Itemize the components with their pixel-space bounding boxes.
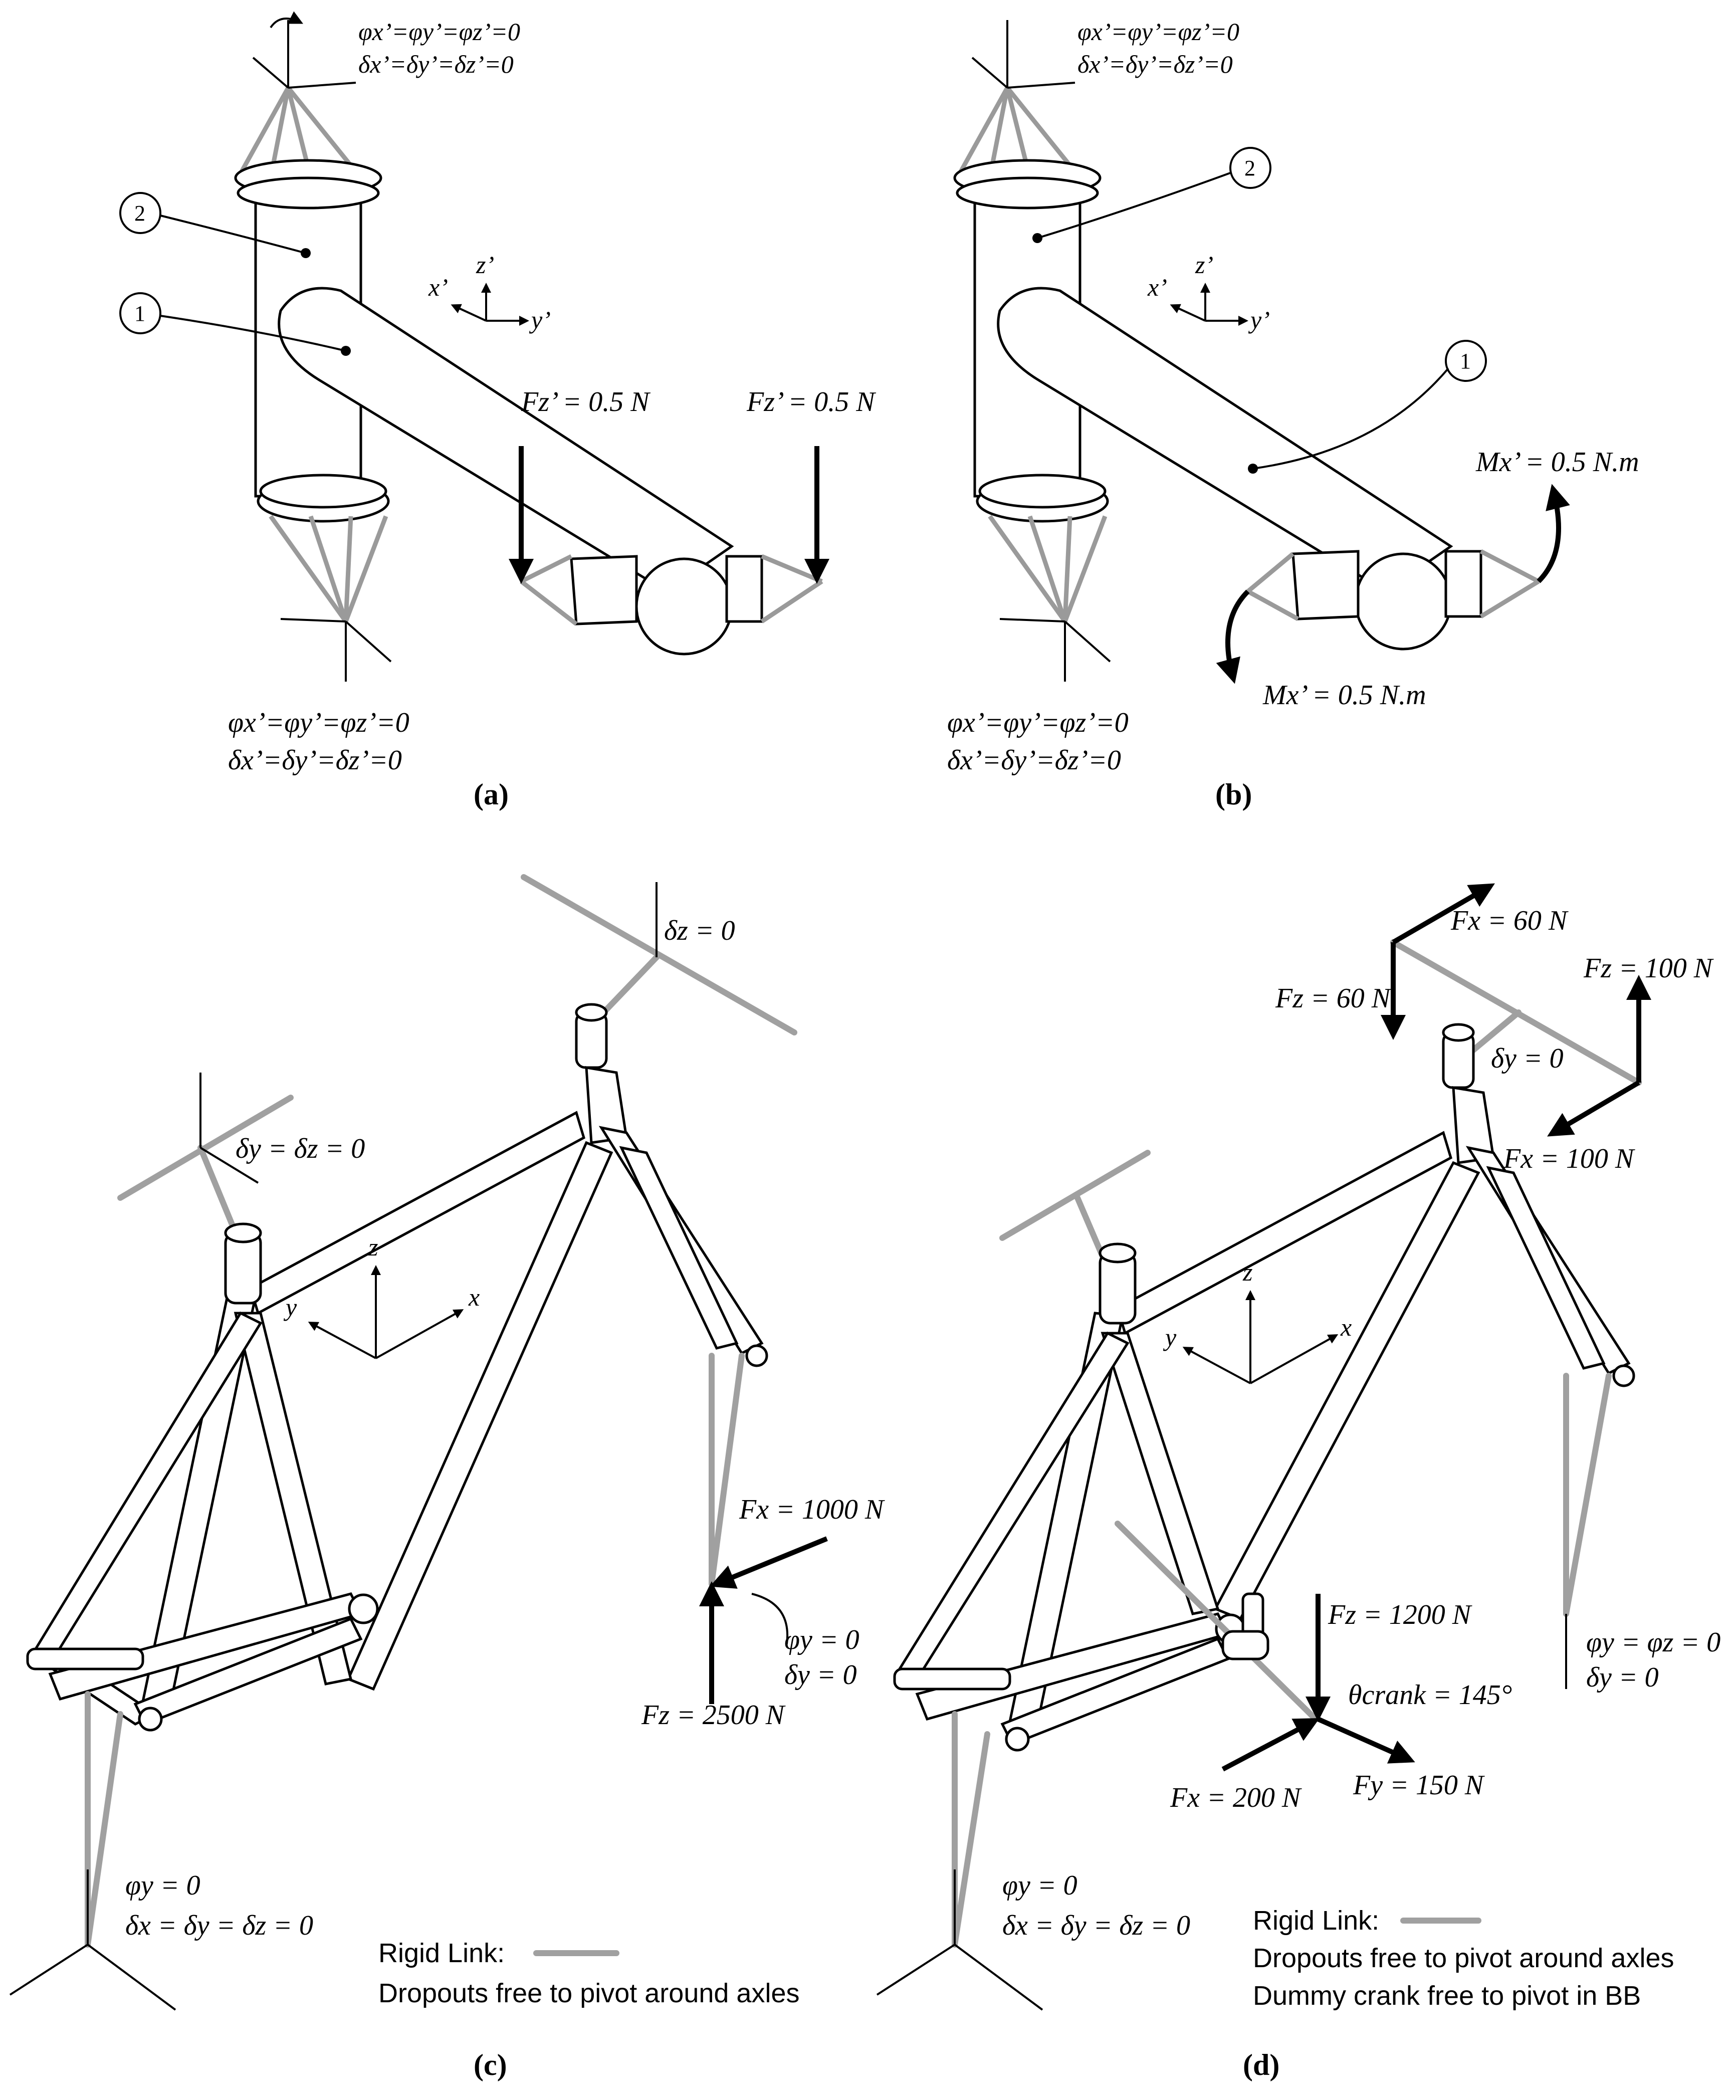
bar-fz-right-d: Fz = 100 N: [1583, 953, 1714, 984]
rear-constraint-delta-c: δx = δy = δz = 0: [125, 1910, 313, 1941]
panel-d: Fx = 60 N Fz = 60 N Fz = 100 N Fx = 100 …: [876, 883, 1720, 2081]
rear-constraint-delta-d: δx = δy = δz = 0: [1002, 1910, 1190, 1941]
headtube-constraint-c: δz = 0: [664, 915, 735, 946]
bar-fx-left-d: Fx = 60 N: [1450, 905, 1569, 936]
axes-d: [1182, 1290, 1339, 1384]
legend-rigid-link-d: Rigid Link:: [1253, 1906, 1379, 1936]
axes-b: [1170, 283, 1248, 326]
force-arrow-bar-fx-right-d: [1547, 1080, 1640, 1137]
vertical-tube-a: [234, 159, 390, 523]
dummy-crank-d: [1115, 1521, 1319, 1722]
bottom-constraint-phi-b: φx’=φy’=φz’=0: [947, 707, 1129, 738]
bar-fx-right-d: Fx = 100 N: [1503, 1143, 1635, 1174]
axis-label-x-b: x’: [1147, 273, 1167, 301]
axis-label-y-d: y: [1163, 1323, 1177, 1351]
axis-label-x-a: x’: [428, 273, 448, 301]
caption-d: (d): [1243, 2048, 1279, 2081]
headtube-constraint-d: δy = 0: [1491, 1043, 1564, 1074]
axes-a: [451, 283, 529, 326]
seattube-constraint-c: δy = δz = 0: [236, 1133, 365, 1164]
callout-label-2-a: 2: [134, 201, 145, 226]
bottom-constraint-phi-a: φx’=φy’=φz’=0: [228, 707, 409, 738]
caption-a: (a): [474, 778, 509, 811]
top-constraint-phi-b: φx’=φy’=φz’=0: [1077, 18, 1239, 46]
axis-label-z-c: z: [368, 1233, 378, 1261]
axes-c: [308, 1265, 464, 1359]
crank-fy-d: Fy = 150 N: [1353, 1770, 1485, 1801]
panel-c: δz = 0 δy = δz = 0 x y z Fx = 1000 N Fz …: [9, 874, 885, 2081]
bicycle-frame-d: [893, 1023, 1635, 1752]
axis-label-z-a: z’: [476, 251, 494, 279]
force-label-right-a: Fz’ = 0.5 N: [746, 386, 876, 417]
top-constraint-phi-a: φx’=φy’=φz’=0: [358, 18, 520, 46]
legend-crank-d: Dummy crank free to pivot in BB: [1253, 1981, 1641, 2011]
axis-label-y-a: y’: [529, 306, 551, 334]
callout-1-b: [1248, 340, 1487, 474]
force-label-fz-c: Fz = 2500 N: [641, 1700, 786, 1731]
callout-2-a: [119, 192, 311, 258]
top-support-a: [236, 11, 363, 179]
crank-fz-d: Fz = 1200 N: [1328, 1599, 1472, 1630]
front-constraint-delta-c: δy = 0: [784, 1659, 857, 1691]
callout-label-2-b: 2: [1244, 156, 1255, 180]
seattube-support-c: [117, 1073, 294, 1236]
moment-arrow-right-b: [1537, 484, 1570, 583]
force-label-fx-c: Fx = 1000 N: [739, 1494, 885, 1525]
caption-b: (b): [1215, 778, 1252, 811]
moment-label-left-b: Mx’ = 0.5 N.m: [1262, 680, 1426, 711]
axis-label-x-c: x: [468, 1283, 480, 1311]
front-constraint-phi-d: φy = φz = 0: [1586, 1627, 1720, 1658]
rear-support-c: [9, 1869, 176, 2011]
diagonal-tube-b: [997, 287, 1482, 651]
legend-dropouts-c: Dropouts free to pivot around axles: [378, 1978, 799, 2008]
bicycle-frame-c: [26, 1003, 768, 1732]
bottom-constraint-delta-a: δx’=δy’=δz’=0: [228, 745, 402, 776]
diagonal-tube-a: [278, 287, 763, 656]
front-constraint-phi-c: φy = 0: [784, 1624, 859, 1655]
legend-rigid-link-c: Rigid Link:: [378, 1938, 505, 1968]
axis-label-y-b: y’: [1248, 306, 1270, 334]
top-constraint-delta-b: δx’=δy’=δz’=0: [1077, 50, 1233, 78]
legend-dropouts-d: Dropouts free to pivot around axles: [1253, 1943, 1674, 1973]
bottom-support-a: [269, 515, 392, 682]
bottom-constraint-delta-b: δx’=δy’=δz’=0: [947, 745, 1121, 776]
force-label-left-a: Fz’ = 0.5 N: [521, 386, 650, 417]
rear-constraint-phi-c: φy = 0: [125, 1870, 200, 1901]
callout-label-1-b: 1: [1460, 349, 1471, 373]
force-arrow-bar-fx-left-d: [1392, 883, 1495, 945]
force-arrow-crank-fy-d: [1317, 1717, 1415, 1764]
top-support-b: [955, 20, 1082, 179]
moment-label-right-b: Mx’ = 0.5 N.m: [1475, 447, 1639, 478]
rear-support-d: [876, 1869, 1043, 2011]
moment-arrow-left-b: [1216, 589, 1250, 684]
panel-b: 2 1 x’ z’ y’ φx’=φy’=φz’=0 δx’=δy’=δz’=0…: [947, 18, 1639, 811]
axis-label-z-d: z: [1242, 1258, 1252, 1286]
callout-2-b: [1032, 147, 1271, 243]
crank-angle-d: θcrank = 145°: [1348, 1679, 1512, 1711]
crank-fx-d: Fx = 200 N: [1170, 1782, 1302, 1813]
force-arrow-fx-c: [710, 1536, 828, 1589]
bar-fz-left-d: Fz = 60 N: [1275, 983, 1392, 1014]
caption-c: (c): [474, 2048, 507, 2081]
force-arrow-crank-fx-d: [1221, 1718, 1320, 1772]
front-constraint-delta-d: δy = 0: [1586, 1662, 1659, 1693]
bottom-support-b: [988, 515, 1111, 682]
rear-constraint-phi-d: φy = 0: [1002, 1870, 1077, 1901]
panel-a: 2 1 x’ z’ y’ φx’=φy’=φz’=0 δx’=δy’=δz’=0…: [119, 11, 876, 811]
top-constraint-delta-a: δx’=δy’=δz’=0: [358, 50, 514, 78]
axis-label-z-b: z’: [1195, 251, 1213, 279]
headtube-support-c: [521, 874, 797, 1035]
axis-label-x-d: x: [1340, 1313, 1352, 1341]
axis-label-y-c: y: [283, 1293, 297, 1321]
callout-label-1-a: 1: [134, 301, 145, 326]
callout-1-a: [119, 292, 351, 356]
